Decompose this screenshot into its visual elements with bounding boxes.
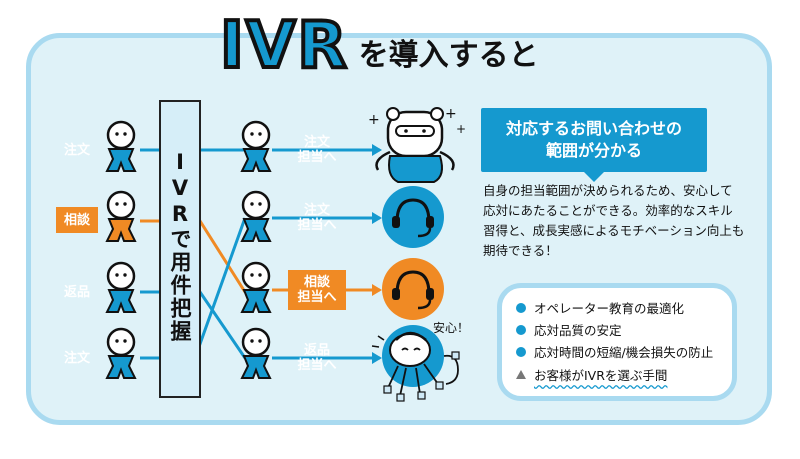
benefit-item: 応対品質の安定 — [516, 320, 622, 339]
staff-label: 返品 担当へ — [297, 343, 337, 373]
headline-panel: 対応するお問い合わせの 範囲が分かる — [481, 108, 707, 182]
bullet-icon — [516, 324, 526, 335]
staff-label: 相談 担当へ — [288, 270, 346, 310]
benefits-box: オペレーター教育の最適化 応対品質の安定 応対時間の短縮/機会損失の防止 お客様… — [497, 283, 737, 401]
description-text: 自身の担当範囲が決められるため、安心して応対にあたることができる。効率的なスキル… — [483, 183, 745, 258]
bullet-icon — [516, 302, 526, 313]
customer-label: 返品 — [63, 284, 90, 300]
headline-text: 対応するお問い合わせの 範囲が分かる — [505, 119, 682, 160]
customer-label: 相談 — [56, 207, 98, 233]
relief-annotation: 安心！ — [433, 321, 470, 335]
triangle-icon — [516, 370, 526, 379]
title-subtitle: を導入すると — [358, 38, 539, 73]
ivr-bar-label: IVRで用件把握 — [168, 150, 192, 343]
benefit-item: 応対時間の短縮/機会損失の防止 — [516, 342, 713, 361]
customer-label: 注文 — [63, 142, 90, 158]
benefit-item: オペレーター教育の最適化 — [516, 298, 684, 317]
title-ivr: IVR — [218, 9, 349, 83]
page-title: IVR を導入すると — [218, 8, 539, 83]
customer-label: 注文 — [63, 350, 90, 366]
ivr-bar: IVRで用件把握 — [159, 100, 201, 398]
staff-label: 注文 担当へ — [297, 135, 337, 165]
related-link[interactable]: お客様がIVRを選ぶ手間 — [516, 365, 667, 384]
bullet-icon — [516, 346, 526, 357]
staff-label: 注文 担当へ — [297, 203, 337, 233]
